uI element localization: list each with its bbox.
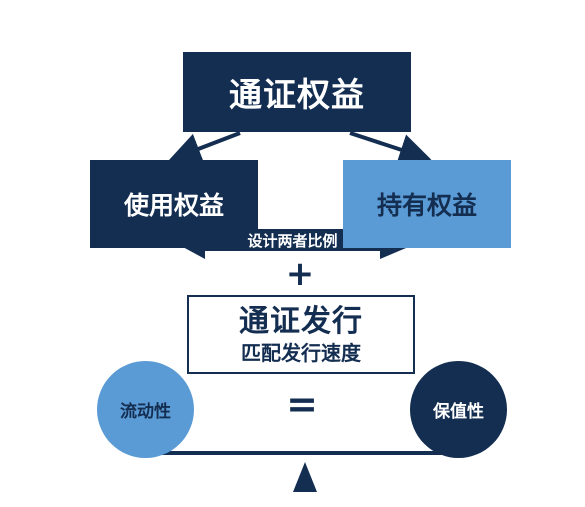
ratio-design-label: 设计两者比例 <box>247 231 338 250</box>
liquidity-circle: 流动性 <box>97 361 194 458</box>
usage-equity-box: 使用权益 <box>90 160 258 248</box>
usage-equity-label: 使用权益 <box>123 191 224 220</box>
equals-sign: = <box>286 382 318 426</box>
holding-equity-label: 持有权益 <box>376 191 477 220</box>
liquidity-label: 流动性 <box>120 402 171 422</box>
fulcrum-triangle <box>293 462 317 492</box>
token-issuance-title: 通证发行 <box>239 303 363 339</box>
arrow-to-holding-equity <box>349 131 432 165</box>
value-preservation-label: 保值性 <box>433 402 484 422</box>
token-issuance-box: 通证发行 匹配发行速度 <box>187 295 415 374</box>
plus-sign: + <box>285 254 315 294</box>
holding-equity-box: 持有权益 <box>343 160 511 248</box>
token-equity-box: 通证权益 <box>183 52 411 132</box>
token-equity-label: 通证权益 <box>229 75 365 114</box>
balance-beam <box>148 451 460 455</box>
arrow-to-usage-equity <box>168 131 241 164</box>
issuance-speed-subtitle: 匹配发行速度 <box>241 340 361 365</box>
value-preservation-circle: 保值性 <box>410 361 507 458</box>
